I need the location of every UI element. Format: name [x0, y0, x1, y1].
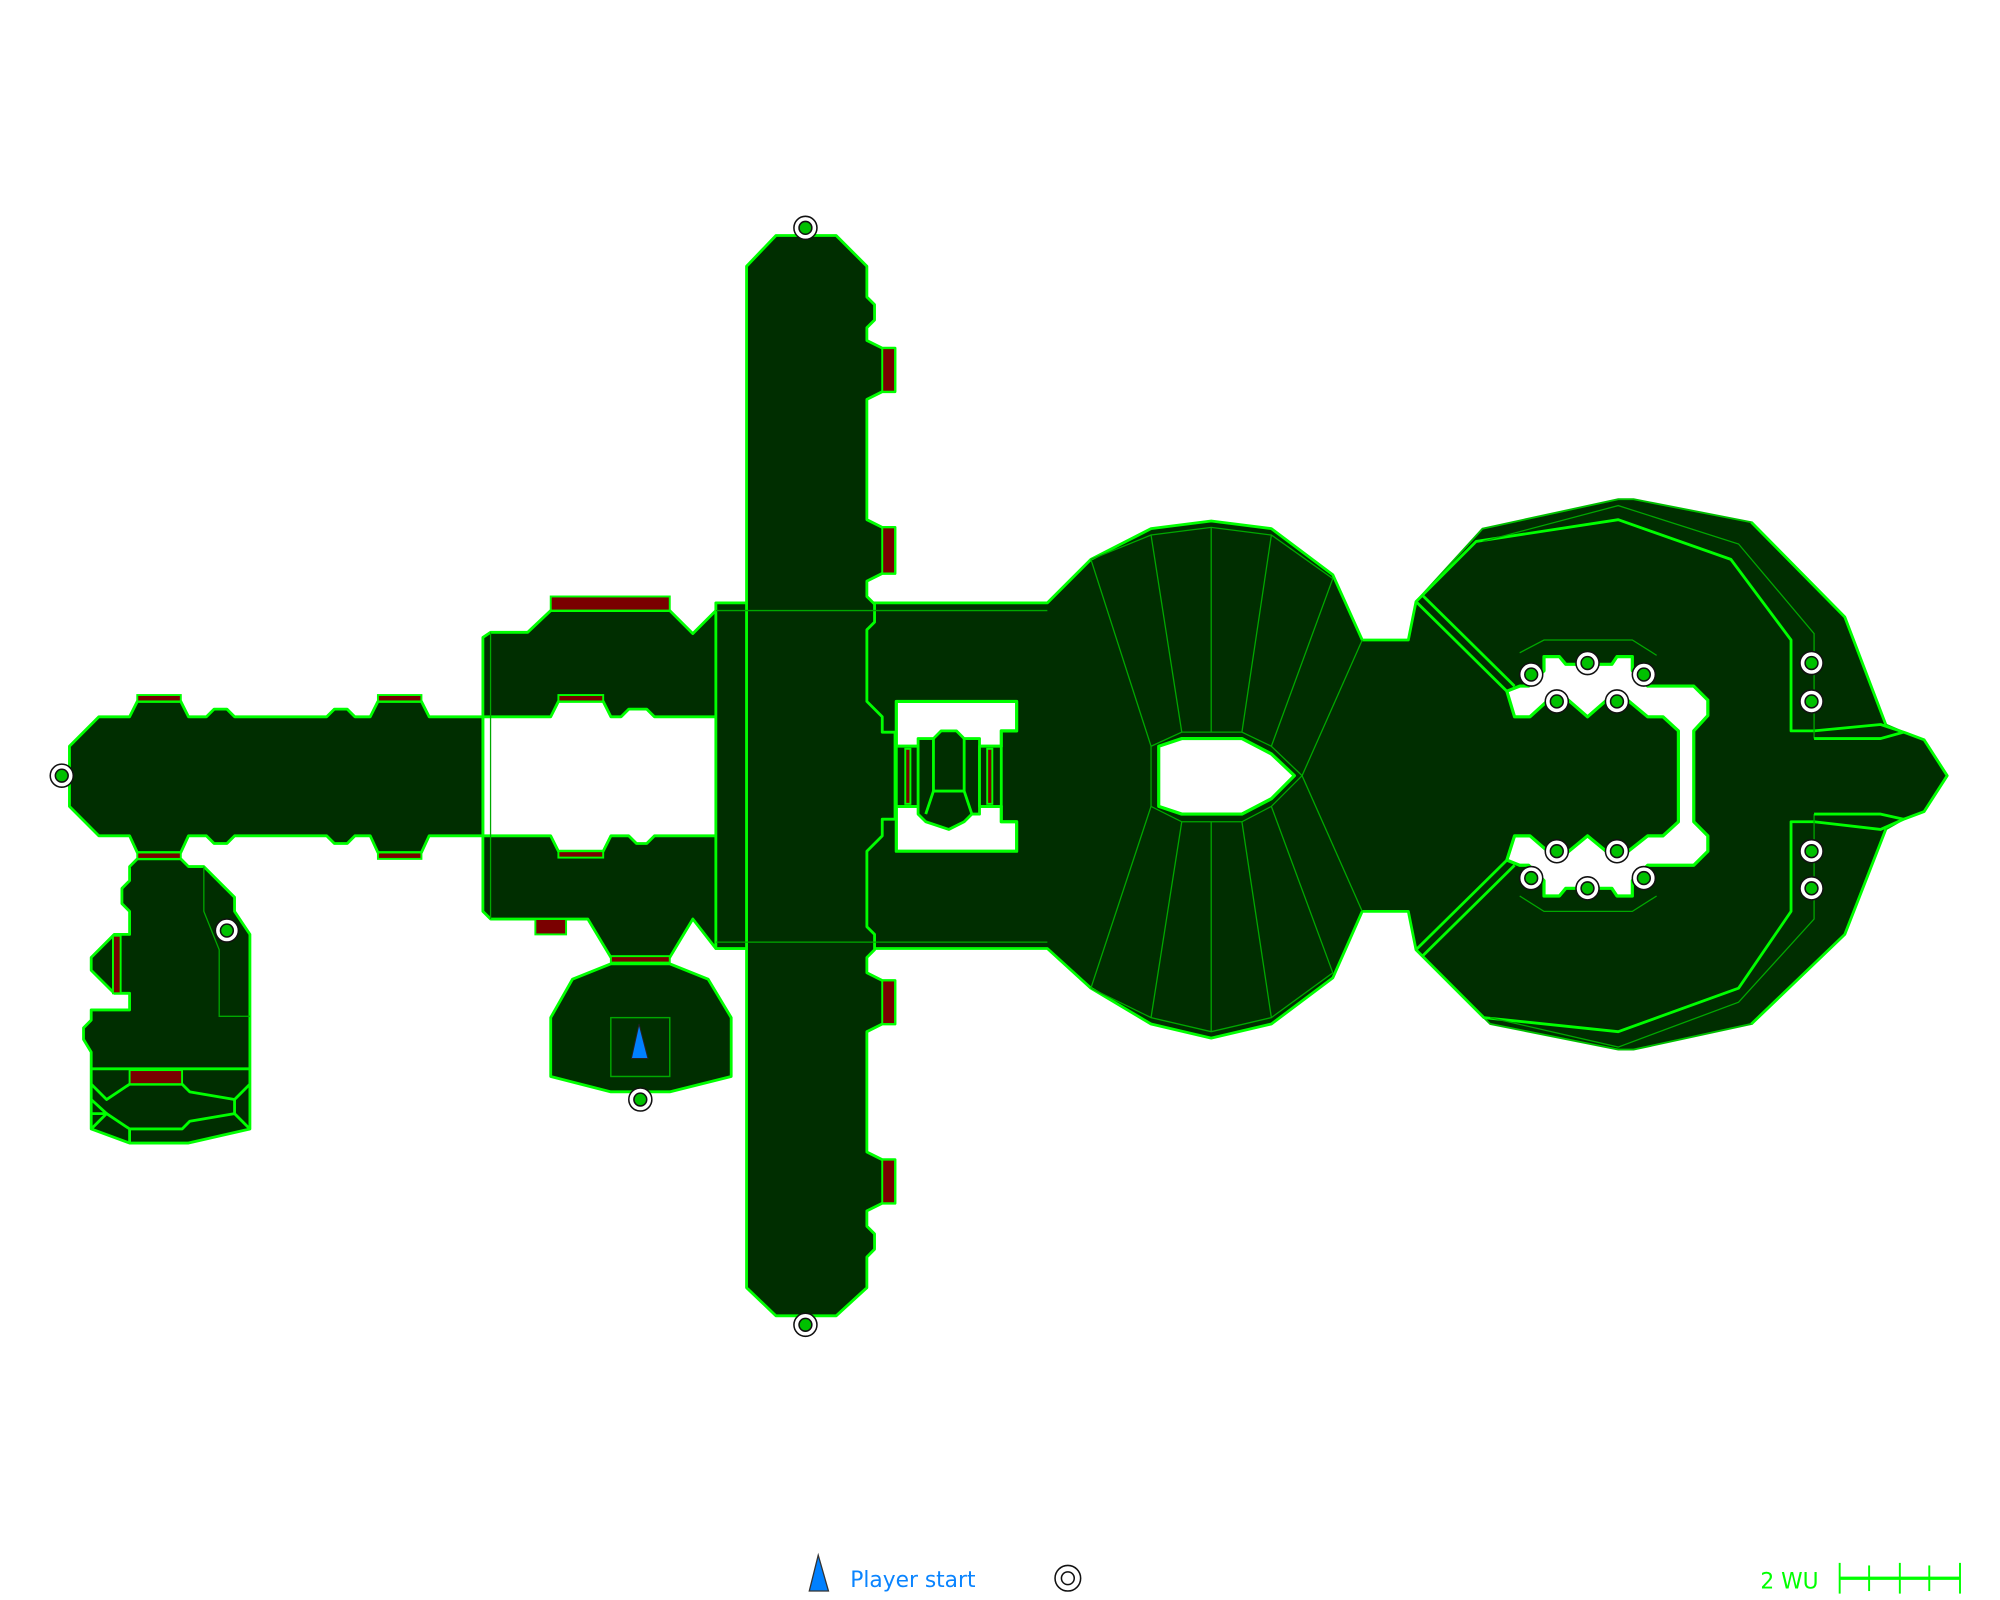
southwest-room: [82, 857, 252, 1145]
marker-icon: [1799, 838, 1824, 864]
marker-icon: [1604, 689, 1630, 714]
central-hall: [714, 518, 1949, 1040]
markers: [49, 215, 1824, 1338]
marker-icon: [793, 215, 818, 241]
marker-icon: [1799, 650, 1824, 676]
marker-icon: [1518, 662, 1544, 687]
player-start-icon: [630, 1023, 649, 1060]
marker-icon: [1604, 838, 1630, 864]
legend-player-start-label: Player start: [850, 1568, 975, 1593]
marker-icon: [1799, 689, 1824, 714]
legend-marker-icon: [1054, 1564, 1082, 1592]
doors: [112, 347, 896, 1205]
marker-icon: [1631, 662, 1657, 687]
marker-icon: [1544, 838, 1570, 864]
south-room: [549, 962, 733, 1094]
marker-icon: [1575, 650, 1600, 676]
marker-icon: [1518, 865, 1544, 891]
central-pit: [1157, 736, 1296, 816]
marker-icon: [1631, 865, 1657, 891]
scale-bar: 2 WU: [1760, 1562, 1961, 1594]
marker-icon: [49, 763, 75, 788]
west-hall: [481, 609, 748, 959]
marker-icon: [214, 918, 240, 943]
shrine: [916, 729, 981, 831]
marker-icon: [793, 1312, 818, 1338]
arena-inner-void: [1505, 655, 1710, 898]
west-corridor: [68, 700, 485, 854]
legend-player-start-icon: [808, 1552, 830, 1592]
marker-icon: [1544, 689, 1570, 714]
north-south-corridor: [745, 234, 897, 1318]
marker-icon: [628, 1087, 653, 1112]
scale-label: 2 WU: [1760, 1569, 1818, 1594]
marker-icon: [1575, 876, 1600, 901]
legend: Player start: [808, 1552, 1082, 1593]
marker-icon: [1799, 876, 1824, 901]
